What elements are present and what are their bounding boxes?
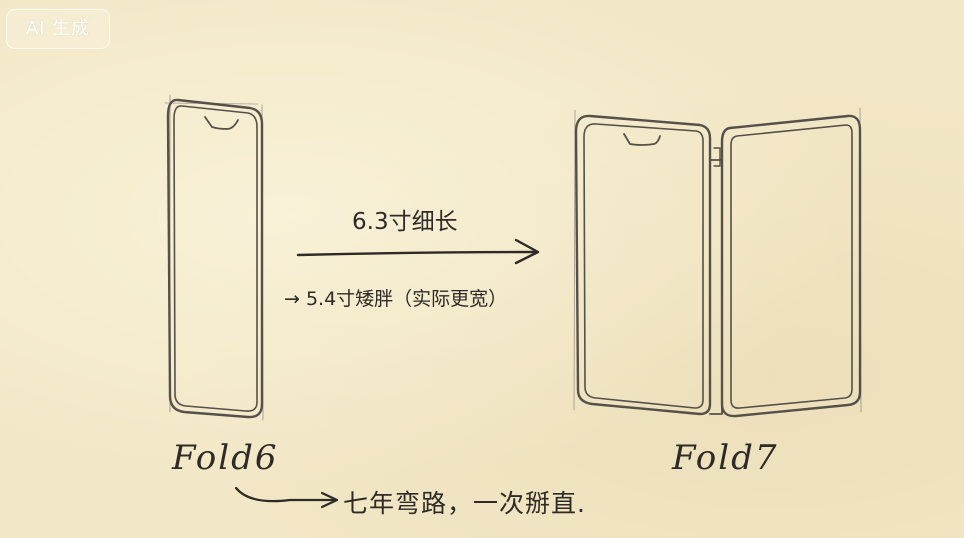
arrow-top-label: 6.3寸细长 (352, 209, 458, 235)
fold6-phone-sketch (164, 94, 264, 421)
fold7-label: Fold7 (672, 438, 779, 478)
fold7-phone-sketch (573, 107, 862, 418)
caption-pointer (234, 486, 339, 509)
arrow-sub-label: → 5.4寸矮胖（实际更宽） (284, 288, 508, 310)
ai-generated-badge: AI 生成 (6, 9, 110, 49)
fold6-label: Fold6 (172, 438, 279, 478)
transition-arrow (296, 238, 540, 265)
caption-text: 七年弯路，一次掰直. (343, 489, 586, 518)
